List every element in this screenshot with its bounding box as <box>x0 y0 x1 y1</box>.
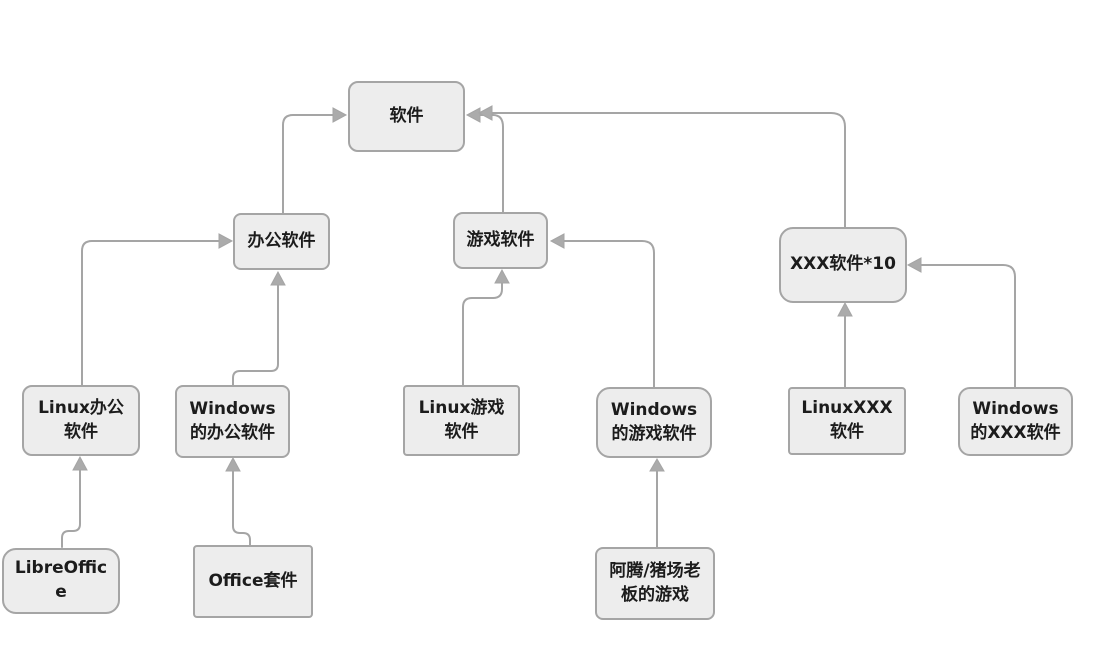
node-xxx-software-label: XXX软件*10 <box>790 254 896 275</box>
edge-windows-office-to-office-software <box>232 270 286 388</box>
edge-linux-game-to-game-software <box>462 268 510 388</box>
node-xxx-software: XXX软件*10 <box>779 227 907 303</box>
node-windows-office-label: Windows的办公软件 <box>189 398 276 443</box>
node-windows-office: Windows的办公软件 <box>175 385 290 458</box>
node-windows-game: Windows的游戏软件 <box>596 387 712 458</box>
node-windows-game-label: Windows的游戏软件 <box>610 399 698 444</box>
node-linux-game-label: Linux游戏软件 <box>418 397 505 442</box>
edge-libreoffice-to-linux-office <box>61 455 88 548</box>
node-software: 软件 <box>348 81 465 152</box>
node-office-suite: Office套件 <box>193 545 313 618</box>
node-linux-game: Linux游戏软件 <box>403 385 520 456</box>
edge-game-software-to-software <box>465 107 504 215</box>
edge-office-software-to-software <box>282 107 348 216</box>
node-game-software: 游戏软件 <box>453 212 548 269</box>
node-windows-xxx-label: Windows的XXX软件 <box>970 398 1061 443</box>
node-libreoffice: LibreOffice <box>2 548 120 614</box>
edge-linux-office-to-office-software <box>81 233 234 388</box>
node-office-software-label: 办公软件 <box>247 230 316 251</box>
node-windows-xxx: Windows的XXX软件 <box>958 387 1073 456</box>
node-linux-xxx: LinuxXXX软件 <box>788 387 906 455</box>
edge-windows-xxx-to-xxx-software <box>906 257 1016 390</box>
node-tencent-games-label: 阿腾/猪场老板的游戏 <box>609 560 701 605</box>
node-linux-office: Linux办公软件 <box>22 385 140 456</box>
edge-office-suite-to-windows-office <box>225 456 251 548</box>
node-linux-xxx-label: LinuxXXX软件 <box>801 398 893 442</box>
node-game-software-label: 游戏软件 <box>466 229 535 250</box>
edge-linux-xxx-to-xxx-software <box>837 301 853 390</box>
edge-windows-game-to-game-software <box>549 233 655 390</box>
node-libreoffice-label: LibreOffice <box>14 558 108 602</box>
node-linux-office-label: Linux办公软件 <box>38 397 124 442</box>
node-software-label: 软件 <box>389 105 424 126</box>
edge-tencent-games-to-windows-game <box>649 458 665 550</box>
node-tencent-games: 阿腾/猪场老板的游戏 <box>595 547 715 620</box>
edge-xxx-software-to-software <box>477 105 846 230</box>
node-office-software: 办公软件 <box>233 213 330 270</box>
node-office-suite-label: Office套件 <box>208 570 298 591</box>
